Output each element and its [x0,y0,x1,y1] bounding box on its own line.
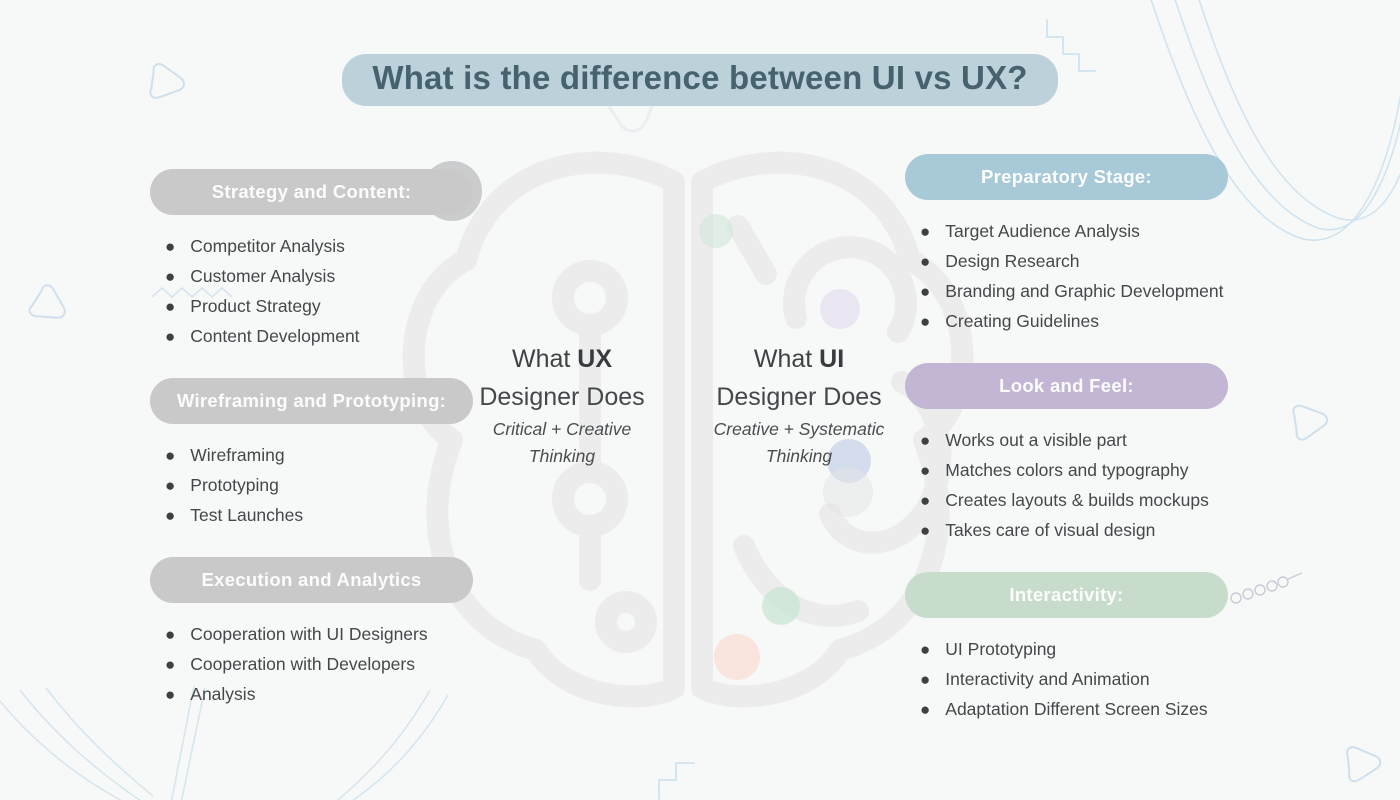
bullet-icon: ● [920,699,931,719]
section-pill-look-and-feel: Look and Feel: [905,363,1228,409]
bullet-list: ●Competitor Analysis ●Customer Analysis … [150,231,473,351]
bullet-icon: ● [920,460,931,480]
section-pill-wireframing-and-prototyping: Wireframing and Prototyping: [150,378,473,424]
step-line-icon [658,762,695,800]
bullet-icon: ● [920,221,931,241]
bullet-icon: ● [165,296,176,316]
swoosh-lines [0,685,449,800]
list-item: ●Competitor Analysis [165,235,345,256]
list-item: ●UI Prototyping [920,638,1057,659]
bullet-icon: ● [165,475,176,495]
ui-bold-text: UI [819,345,845,373]
dot-mint [762,587,800,625]
bullet-list: ●Cooperation with UI Designers ●Cooperat… [150,619,473,709]
bullet-icon: ● [920,490,931,510]
bullet-list: ●UI Prototyping ●Interactivity and Anima… [905,634,1228,724]
ux-bold-text: UX [577,345,613,373]
zigzag-icon [151,287,233,298]
list-item: ●Creating Guidelines [920,310,1099,331]
bullet-list: ●Wireframing ●Prototyping ●Test Launches [150,440,473,530]
bullet-icon: ● [165,505,176,525]
bullet-icon: ● [920,669,931,689]
list-item: ●Design Research [920,250,1080,271]
list-item: ●Customer Analysis [165,265,336,286]
bullet-icon: ● [165,624,176,644]
bullet-list: ●Target Audience Analysis ●Design Resear… [905,216,1228,336]
ux-column: Strategy and Content: ●Competitor Analys… [150,169,473,736]
ux-designer-label: What UX Designer Does Critical + Creativ… [479,345,645,466]
list-item: ●Takes care of visual design [920,519,1156,540]
list-item: ●Interactivity and Animation [920,668,1150,689]
bullet-icon: ● [920,281,931,301]
bullet-icon: ● [920,251,931,271]
section-pill-interactivity: Interactivity: [905,572,1228,618]
page-title: What is the difference between UI vs UX? [372,59,1028,96]
bullet-icon: ● [165,445,176,465]
list-item: ●Cooperation with Developers [165,653,415,674]
list-item: ●Matches colors and typography [920,459,1189,480]
triangle-icon [1346,746,1382,783]
list-item: ●Adaptation Different Screen Sizes [920,698,1208,719]
list-item: ●Branding and Graphic Development [920,280,1224,301]
list-item: ●Creates layouts & builds mockups [920,489,1209,510]
list-item: ●Works out a visible part [920,429,1127,450]
dot-pink [714,634,760,680]
list-item: ●Analysis [165,683,256,704]
bullet-icon: ● [165,236,176,256]
section-pill-execution-and-analytics: Execution and Analytics [150,557,473,603]
title-highlight: What is the difference between UI vs UX? [342,54,1058,106]
gray-blob [823,467,873,517]
step-line-icon [1046,19,1096,72]
list-item: ●Test Launches [165,504,304,525]
section-pill-preparatory-stage: Preparatory Stage: [905,154,1228,200]
triangle-icon [28,284,66,319]
list-item: ●Product Strategy [165,295,321,316]
bullet-icon: ● [165,654,176,674]
list-item: ●Target Audience Analysis [920,220,1140,241]
bullet-icon: ● [920,430,931,450]
bullet-list: ●Works out a visible part ●Matches color… [905,425,1228,545]
ui-designer-label: What UI Designer Does Creative + Systema… [713,345,885,466]
header: What is the difference between UI vs UX? [0,54,1400,106]
section-pill-strategy-and-content: Strategy and Content: [150,169,473,215]
list-item: ●Prototyping [165,474,279,495]
list-item: ●Wireframing [165,444,285,465]
bullet-icon: ● [920,639,931,659]
swoosh-lines [1150,0,1400,241]
bullet-icon: ● [165,266,176,286]
helix-icon [1230,572,1303,604]
dot-green [699,214,733,248]
bullet-icon: ● [920,311,931,331]
bullet-icon: ● [920,520,931,540]
ui-column: Preparatory Stage: ●Target Audience Anal… [905,154,1228,751]
list-item: ●Content Development [165,325,360,346]
bullet-icon: ● [165,684,176,704]
triangle-icon [149,63,185,99]
list-item: ●Cooperation with UI Designers [165,623,428,644]
triangle-icon [1292,404,1328,441]
dot-purple [820,289,860,329]
bullet-icon: ● [165,326,176,346]
